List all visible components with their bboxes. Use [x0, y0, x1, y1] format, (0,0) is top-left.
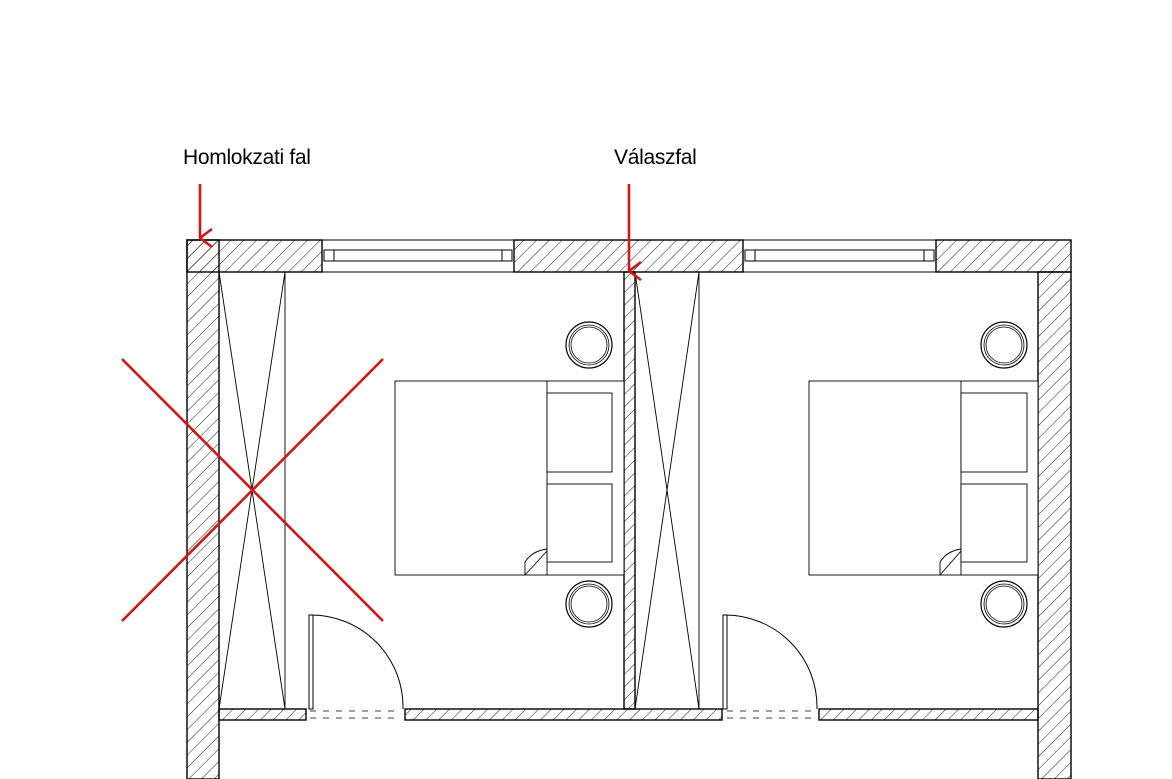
- facade-wall-left: [186, 239, 220, 779]
- pillow-right-bottom: [960, 483, 1028, 563]
- pillow-right-top: [960, 392, 1028, 473]
- annotations: [121, 184, 629, 622]
- lamps: [565, 321, 1028, 628]
- cross-out-icon: [121, 358, 384, 622]
- partition-wall-label: Válaszfal: [614, 146, 697, 169]
- wardrobe-left: [218, 271, 286, 710]
- doors: [305, 614, 820, 720]
- lamp-right-bottom: [980, 580, 1028, 628]
- partition-wall: [623, 271, 636, 710]
- wardrobe-right: [634, 271, 700, 710]
- window-left: [322, 239, 514, 273]
- lamp-right-top: [980, 321, 1028, 369]
- pillow-left-bottom: [546, 483, 613, 563]
- windows: [322, 239, 936, 273]
- top-wall-segment-3: [935, 239, 1072, 273]
- pillow-left-top: [546, 392, 613, 473]
- bottom-wall-segment-1: [218, 708, 307, 721]
- door-left: [305, 614, 406, 720]
- top-wall-segment-1: [186, 239, 323, 273]
- wardrobes: [218, 271, 700, 710]
- lamp-left-bottom: [565, 580, 613, 628]
- bed-right: [808, 380, 1039, 576]
- bottom-wall-segment-3: [818, 708, 1039, 721]
- door-right: [721, 614, 820, 720]
- beds: [394, 380, 1039, 576]
- exterior-wall-right: [1037, 271, 1072, 779]
- bottom-wall-segment-2: [404, 708, 723, 721]
- front-wall-label: Homlokzati fal: [183, 146, 311, 169]
- lamp-left-top: [565, 321, 613, 369]
- bed-left: [394, 380, 625, 576]
- window-right: [743, 239, 936, 273]
